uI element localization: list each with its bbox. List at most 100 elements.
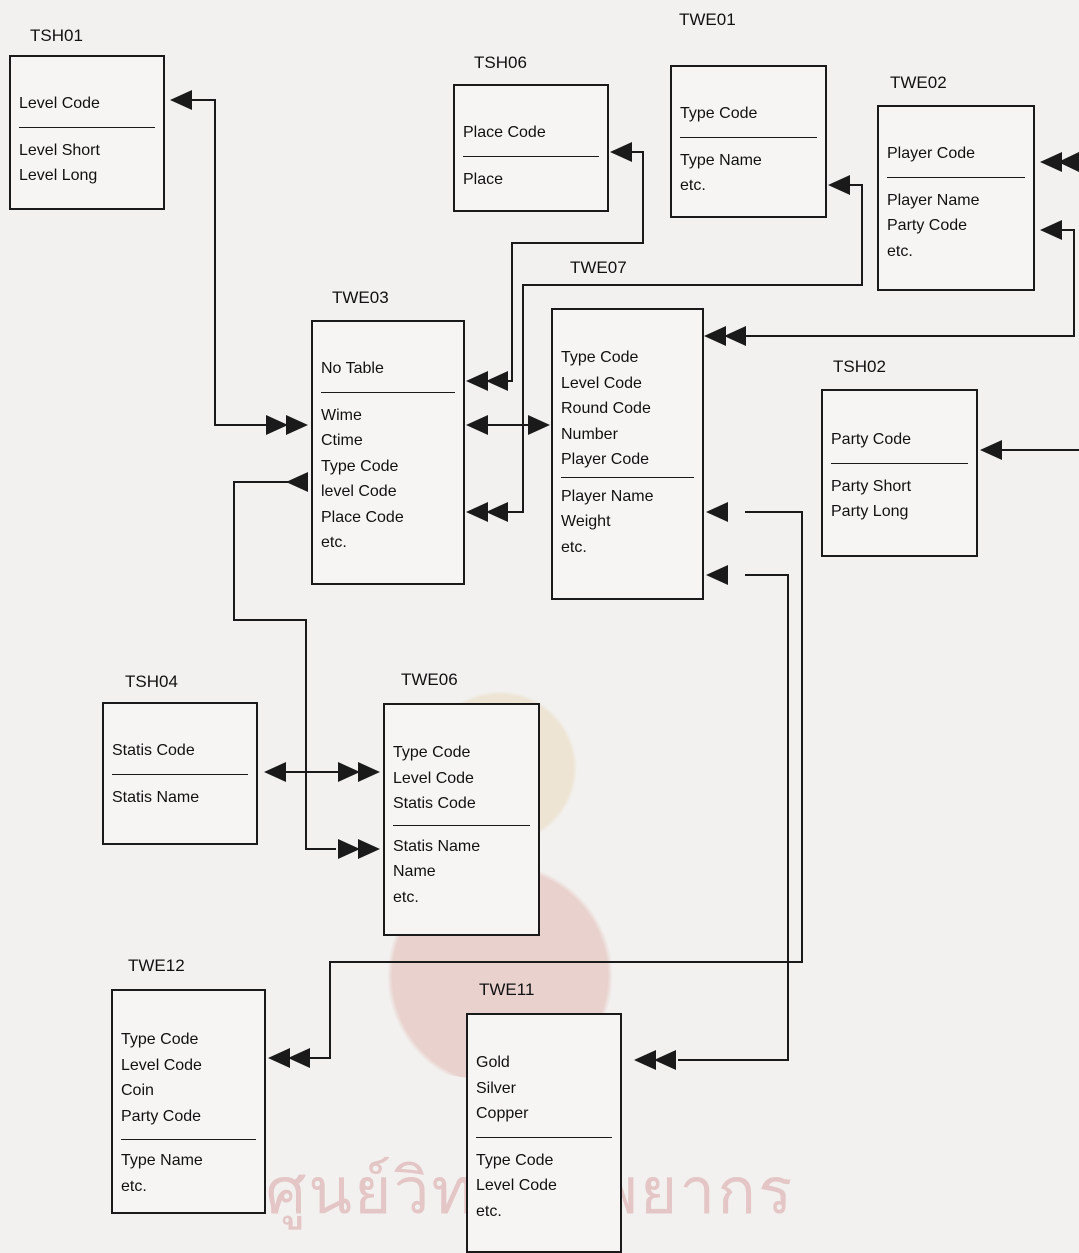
- arrowhead: [286, 472, 308, 492]
- attribute-field: Party Code: [887, 217, 968, 234]
- double-arrowhead: [286, 415, 308, 435]
- key-field: Statis Code: [393, 795, 476, 812]
- attribute-field: Statis Name: [112, 788, 200, 806]
- attribute-field: Place Code: [321, 508, 404, 526]
- double-arrowhead: [466, 502, 488, 522]
- key-field: Party Code: [831, 431, 912, 448]
- attribute-field: Type Code: [476, 1151, 554, 1169]
- entity-title-twe07: TWE07: [570, 258, 627, 277]
- double-arrowhead: [288, 1048, 310, 1068]
- key-field: Type Code: [393, 744, 471, 761]
- attribute-field: Party Long: [831, 503, 909, 520]
- key-field: Number: [561, 425, 618, 443]
- key-field: Coin: [121, 1082, 154, 1099]
- entity-title-twe02: TWE02: [890, 73, 947, 92]
- double-arrowhead: [338, 839, 360, 859]
- entity-twe11: Gold Silver Copper Type Code Level Code …: [466, 1013, 622, 1253]
- key-field: Silver: [476, 1079, 517, 1097]
- double-arrowhead: [266, 415, 288, 435]
- attribute-field: Place: [463, 170, 504, 188]
- entity-twe07: Type Code Level Code Round Code Number P…: [551, 308, 704, 600]
- attribute-field: Wime: [321, 406, 362, 424]
- double-arrowhead: [486, 371, 508, 391]
- attribute-field: Level Long: [19, 167, 98, 184]
- key-separator: [680, 136, 817, 138]
- link-twe07-twe12: [308, 511, 803, 1059]
- double-arrowhead: [486, 502, 508, 522]
- arrowhead: [706, 565, 728, 585]
- attribute-field: etc.: [121, 1177, 147, 1195]
- double-arrowhead: [466, 371, 488, 391]
- entity-twe02: Player Code Player Name Party Code etc.: [877, 105, 1035, 291]
- attribute-field: Ctime: [321, 432, 363, 449]
- key-separator: [463, 155, 599, 157]
- entity-tsh01: Level Code Level Short Level Long: [9, 55, 165, 210]
- key-field: Type Code: [121, 1031, 199, 1048]
- key-separator: [561, 476, 694, 478]
- attribute-field: Player Name: [887, 191, 980, 209]
- arrowhead: [610, 142, 632, 162]
- key-separator: [321, 391, 455, 393]
- attribute-field: etc.: [476, 1202, 502, 1220]
- key-field: Round Code: [561, 400, 651, 417]
- key-field: Type Code: [680, 105, 758, 122]
- entity-twe01: Type Code Type Name etc.: [670, 65, 827, 218]
- arrowhead: [264, 762, 286, 782]
- attribute-field: Statis Name: [393, 837, 481, 855]
- key-field: No Table: [321, 360, 384, 377]
- arrowhead: [706, 502, 728, 522]
- entity-twe03: No Table Wime Ctime Type Code level Code…: [311, 320, 465, 585]
- key-field: Place Code: [463, 124, 546, 141]
- entity-title-twe06: TWE06: [401, 670, 458, 689]
- key-separator: [831, 462, 968, 464]
- double-arrowhead: [358, 839, 380, 859]
- entity-title-twe03: TWE03: [332, 288, 389, 307]
- entity-tsh02: Party Code Party Short Party Long: [821, 389, 978, 557]
- attribute-field: level Code: [321, 483, 397, 500]
- attribute-field: Type Name: [121, 1152, 203, 1169]
- link-twe03-twe06: [233, 481, 336, 850]
- entity-title-twe12: TWE12: [128, 956, 185, 975]
- entity-twe06: Type Code Level Code Statis Code Statis …: [383, 703, 540, 936]
- key-separator: [121, 1139, 256, 1140]
- double-arrowhead: [1040, 152, 1062, 172]
- key-field: Level Code: [19, 95, 100, 112]
- arrowhead: [1040, 220, 1062, 240]
- key-separator: [476, 1136, 612, 1138]
- key-field: Level Code: [393, 769, 474, 787]
- key-field: Copper: [476, 1105, 529, 1122]
- key-separator: [112, 773, 248, 775]
- attribute-field: etc.: [393, 888, 419, 906]
- link-twe07-twe11: [678, 574, 789, 1061]
- attribute-field: Weight: [561, 513, 611, 530]
- link-twe02-twe07: [745, 229, 1075, 337]
- key-field: Party Code: [121, 1107, 202, 1125]
- attribute-field: Type Code: [321, 457, 399, 475]
- link-tsh01-twe03: [190, 99, 272, 426]
- double-arrowhead: [634, 1050, 656, 1070]
- attribute-field: Name: [393, 863, 436, 880]
- arrowhead: [466, 415, 488, 435]
- key-field: Level Code: [561, 374, 642, 392]
- arrowhead: [170, 90, 192, 110]
- link-twe01-twe07: [490, 184, 863, 513]
- attribute-field: Type Name: [680, 151, 762, 169]
- key-field: Type Code: [561, 349, 639, 366]
- key-field: Player Code: [887, 145, 976, 162]
- key-field: Level Code: [121, 1056, 202, 1074]
- attribute-field: Level Code: [476, 1177, 557, 1194]
- double-arrowhead: [1058, 152, 1079, 172]
- entity-title-twe11: TWE11: [479, 980, 535, 999]
- entity-twe12: Type Code Level Code Coin Party Code Typ…: [111, 989, 266, 1214]
- attribute-field: etc.: [680, 177, 706, 194]
- key-field: Player Code: [561, 451, 650, 468]
- entity-title-tsh06: TSH06: [474, 53, 527, 72]
- attribute-field: etc.: [561, 538, 587, 556]
- key-separator: [887, 176, 1025, 178]
- entity-title-twe01: TWE01: [679, 10, 736, 29]
- double-arrowhead: [654, 1050, 676, 1070]
- entity-tsh04: Statis Code Statis Name: [102, 702, 258, 845]
- key-field: Gold: [476, 1054, 510, 1071]
- attribute-field: Player Name: [561, 487, 654, 505]
